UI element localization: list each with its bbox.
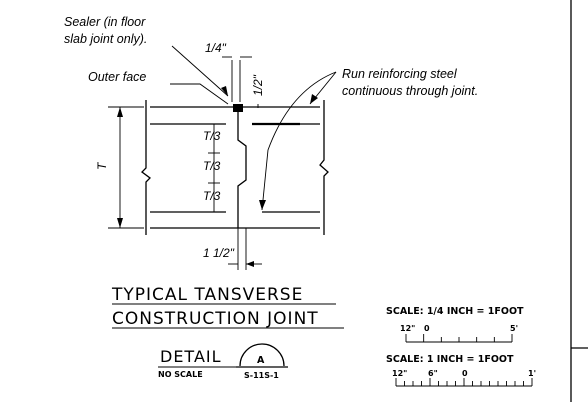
dim-third-2: T/3 (203, 159, 221, 173)
dimension-top: 1/4" 1/2" (205, 41, 265, 108)
title-line2: CONSTRUCTION JOINT (112, 309, 319, 329)
note-outer-face: Outer face (88, 70, 146, 84)
detail-label: DETAIL (160, 347, 222, 366)
dim-third-3: T/3 (203, 189, 221, 203)
scale-one-label: SCALE: 1 INCH = 1FOOT (386, 354, 514, 365)
dimension-bottom: 1 1/2" (203, 228, 262, 270)
scale-one-tick-6: 6" (428, 369, 438, 378)
scale-quarter-tick-12: 12" (400, 324, 415, 333)
detail-callout (239, 343, 285, 367)
sealer (233, 104, 243, 112)
note-run-line2: continuous through joint. (342, 84, 478, 98)
scale-one-tick-0: 0 (462, 369, 468, 378)
detail-sheet-ref: S-11S-1 (244, 371, 279, 380)
dim-t-label: T (95, 161, 109, 170)
scale-quarter-inch: SCALE: 1/4 INCH = 1FOOT 12" 0 5' (386, 306, 524, 343)
scale-one-tick-1: 1' (528, 369, 536, 378)
scale-quarter-tick-0: 0 (424, 324, 430, 333)
scale-quarter-label: SCALE: 1/4 INCH = 1FOOT (386, 306, 524, 317)
dim-quarter: 1/4" (205, 41, 227, 55)
dimension-t: T (95, 106, 144, 229)
dim-half: 1/2" (251, 74, 265, 96)
scale-quarter-tick-5: 5' (510, 324, 518, 333)
scale-one-inch: SCALE: 1 INCH = 1FOOT 12" 6" 0 1' (386, 354, 536, 387)
detail-no-scale: NO SCALE (158, 370, 203, 379)
slab-section (141, 100, 329, 235)
dim-third-1: T/3 (203, 129, 221, 143)
leaders (170, 45, 337, 211)
title-line1: TYPICAL TANSVERSE (111, 285, 303, 305)
joint-keyway (237, 107, 247, 228)
note-run-line1: Run reinforcing steel (342, 67, 458, 81)
note-sealer-line1: Sealer (in floor (64, 15, 146, 29)
scale-one-tick-12: 12" (392, 369, 407, 378)
detail-callout-letter: A (257, 355, 265, 366)
dim-one-half: 1 1/2" (203, 246, 235, 260)
note-sealer-line2: slab joint only). (64, 32, 147, 46)
dimension-thirds: T/3 T/3 T/3 (203, 123, 221, 213)
